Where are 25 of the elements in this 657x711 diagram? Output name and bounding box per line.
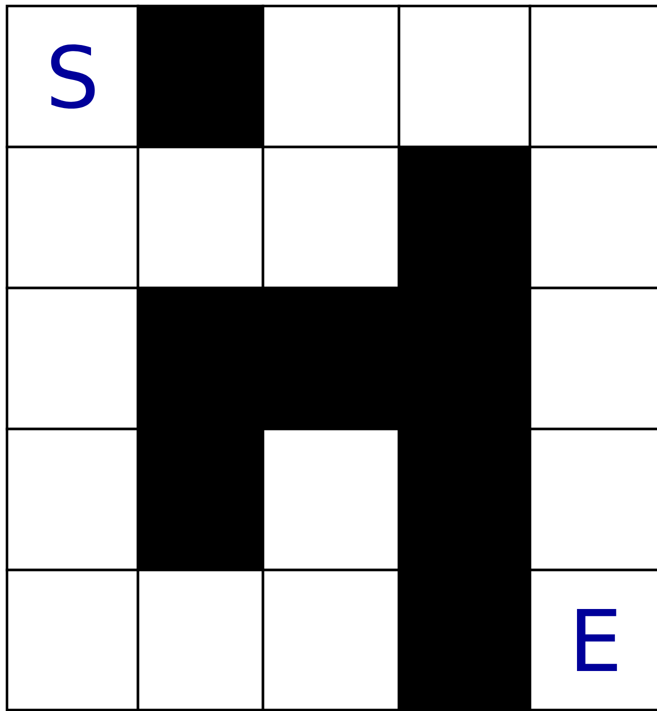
open-cell [528, 286, 657, 430]
wall-cell [398, 146, 532, 290]
open-cell [528, 428, 657, 572]
open-cell [6, 286, 140, 430]
wall-cell [262, 286, 400, 430]
start-cell: S [6, 4, 140, 148]
wall-cell [136, 428, 264, 572]
open-cell [262, 428, 400, 572]
open-cell [136, 146, 264, 290]
wall-cell [398, 286, 532, 430]
open-cell [136, 568, 264, 711]
open-cell [6, 428, 140, 572]
open-cell [398, 4, 532, 148]
wall-cell [136, 286, 264, 430]
end-cell: E [528, 568, 657, 711]
open-cell [528, 146, 657, 290]
open-cell [262, 146, 400, 290]
wall-cell [136, 4, 264, 148]
wall-cell [398, 568, 532, 711]
open-cell [6, 568, 140, 711]
open-cell [262, 4, 400, 148]
open-cell [528, 4, 657, 148]
wall-cell [398, 428, 532, 572]
open-cell [6, 146, 140, 290]
open-cell [262, 568, 400, 711]
